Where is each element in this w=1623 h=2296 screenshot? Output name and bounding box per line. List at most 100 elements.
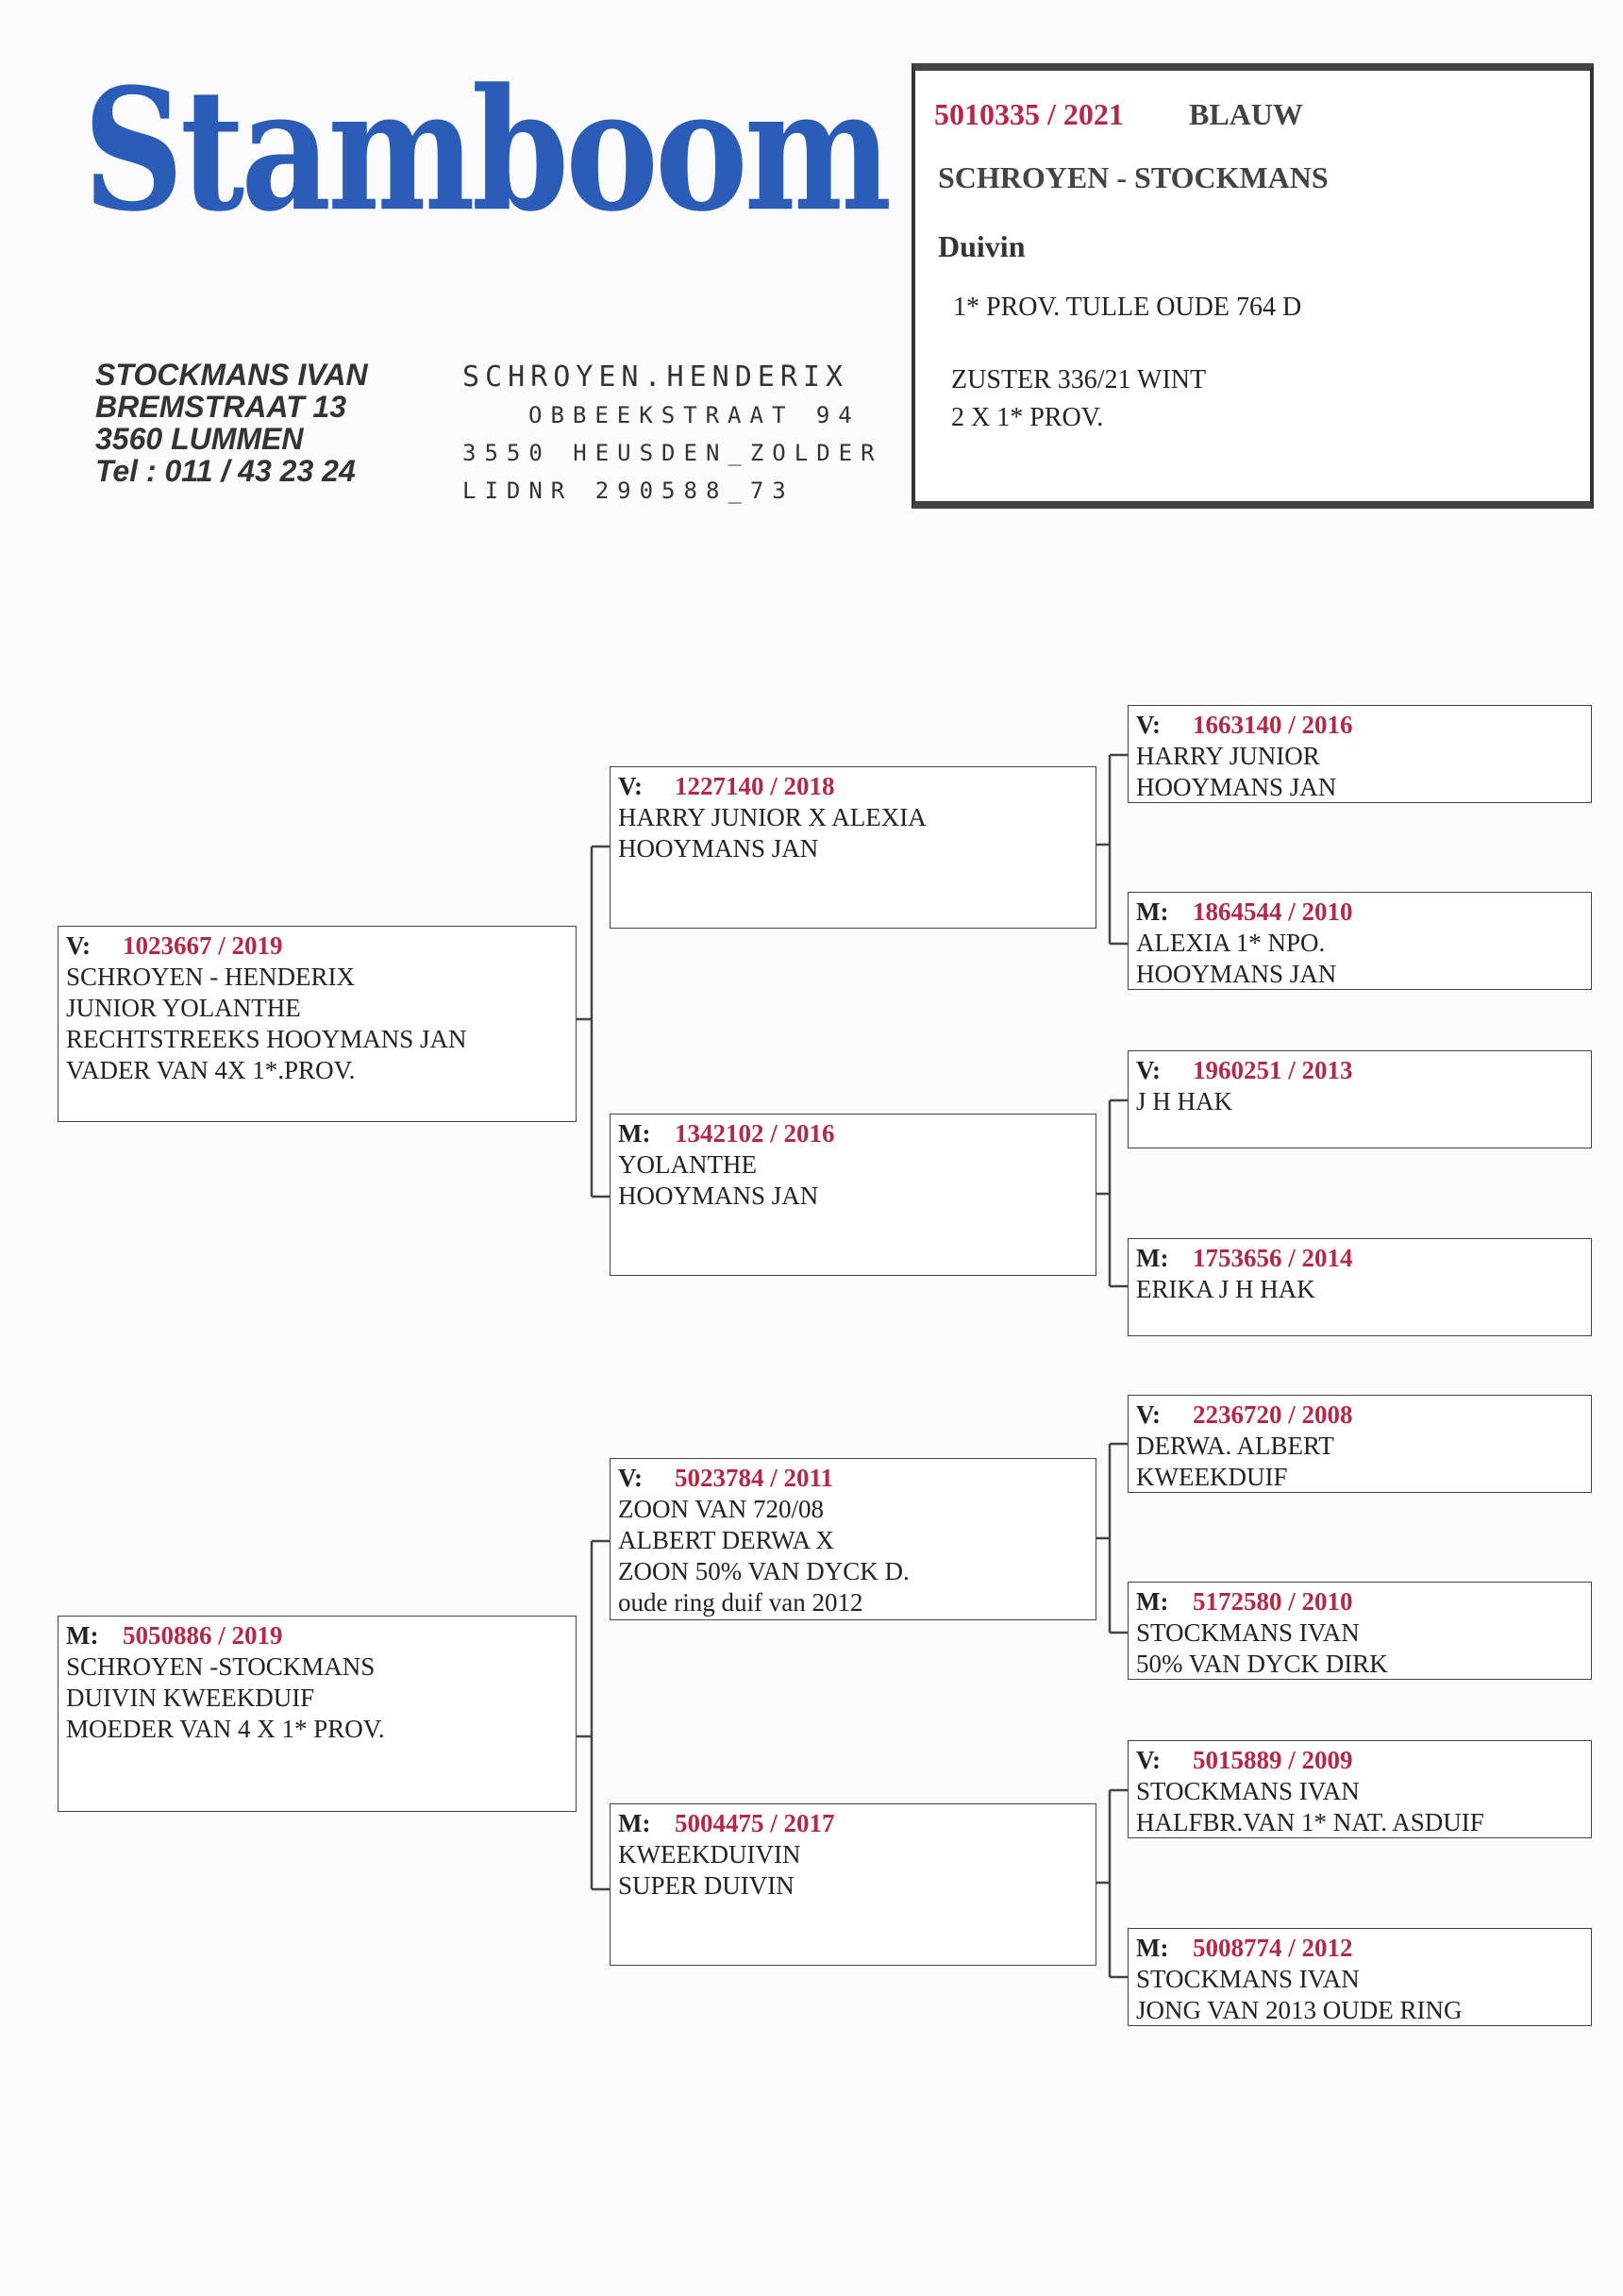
box-header: M: 5008774 / 2012: [1136, 1933, 1583, 1964]
parent-label: V:: [618, 1464, 644, 1492]
sibling-note: ZUSTER 336/21 WINT: [951, 365, 1207, 394]
box-header: V: 2236720 / 2008: [1136, 1399, 1583, 1431]
sibling-note-2: 2 X 1* PROV.: [951, 403, 1104, 432]
pedigree-line: YOLANTHE: [618, 1150, 757, 1179]
box-header: V: 1663140 / 2016: [1136, 710, 1583, 741]
pedigree-line: HOOYMANS JAN: [1136, 960, 1337, 988]
pedigree-line: SCHROYEN -STOCKMANS: [66, 1652, 376, 1681]
pedigree-line: KWEEKDUIVIN: [618, 1840, 801, 1869]
contact-line: STOCKMANS IVAN: [95, 358, 368, 392]
pedigree-line: HARRY JUNIOR X ALEXIA: [618, 803, 927, 831]
contact-line: BREMSTRAAT 13: [95, 390, 347, 424]
pedigree-line: STOCKMANS IVAN: [1136, 1777, 1360, 1805]
pedigree-line: SUPER DUIVIN: [618, 1871, 795, 1900]
pigeon-info-box: 5010335 / 2021 BLAUW SCHROYEN - STOCKMAN…: [912, 63, 1594, 509]
pedigree-line: SCHROYEN - HENDERIX: [66, 963, 355, 991]
parent-label: V:: [1136, 1400, 1162, 1429]
box-header: V: 5023784 / 2011: [618, 1463, 1088, 1494]
pedigree-line: VADER VAN 4X 1*.PROV.: [66, 1056, 356, 1084]
stamboom-logo: Stamboom: [83, 51, 892, 249]
breeder-contact-right: SCHROYEN.HENDERIX OBBEEKSTRAAT 94 3550 H…: [462, 359, 883, 510]
ring-number: 5172580 / 2010: [1193, 1587, 1353, 1616]
achievement-note: 1* PROV. TULLE OUDE 764 D: [953, 293, 1302, 322]
pedigree-line: oude ring duif van 2012: [618, 1588, 863, 1617]
pedigree-line: STOCKMANS IVAN: [1136, 1618, 1360, 1647]
box-header: M: 1753656 / 2014: [1136, 1243, 1583, 1274]
ring-number: 1023667 / 2019: [123, 931, 283, 960]
box-header: M:5004475 / 2017: [618, 1808, 1088, 1839]
pedigree-line: DUIVIN KWEEKDUIF: [66, 1684, 315, 1712]
parent-label: M:: [1136, 1587, 1169, 1616]
parent-label: M:: [1136, 1244, 1169, 1272]
pedigree-line: JONG VAN 2013 OUDE RING: [1136, 1996, 1463, 2024]
pedigree-line: HOOYMANS JAN: [618, 1182, 819, 1210]
ring-number: 1663140 / 2016: [1193, 711, 1353, 739]
box-header: M: 5172580 / 2010: [1136, 1586, 1583, 1617]
pedigree-line: RECHTSTREEKS HOOYMANS JAN: [66, 1025, 467, 1053]
ring-number: 5023784 / 2011: [675, 1464, 834, 1492]
pedigree-line: ZOON VAN 720/08: [618, 1495, 825, 1523]
ring-number: 1753656 / 2014: [1193, 1244, 1353, 1272]
pedigree-line: HOOYMANS JAN: [1136, 773, 1337, 801]
pedigree-line: MOEDER VAN 4 X 1* PROV.: [66, 1715, 385, 1743]
box-header: V: 1960251 / 2013: [1136, 1055, 1583, 1086]
contact-line: Tel : 011 / 43 23 24: [95, 454, 356, 488]
parent-label: M:: [1136, 1934, 1169, 1962]
contact-line: OBBEEKSTRAAT 94: [528, 402, 861, 428]
ring-number: 2236720 / 2008: [1193, 1400, 1353, 1429]
owner-name: SCHROYEN - STOCKMANS: [938, 160, 1329, 194]
box-header: M:1864544 / 2010: [1136, 897, 1583, 928]
contact-line: SCHROYEN.HENDERIX: [462, 360, 849, 394]
great-grandparent-box: V: 1960251 / 2013 J H HAK: [1128, 1050, 1592, 1148]
pedigree-line: HOOYMANS JAN: [618, 834, 819, 863]
pedigree-line: ALBERT DERWA X: [618, 1526, 834, 1554]
parent-label: V:: [618, 772, 644, 800]
breeder-contact-left: STOCKMANS IVAN BREMSTRAAT 13 3560 LUMMEN…: [95, 359, 368, 487]
ring-number: 5015889 / 2009: [1193, 1746, 1353, 1774]
pedigree-line: HALFBR.VAN 1* NAT. ASDUIF: [1136, 1808, 1484, 1836]
pedigree-line: DERWA. ALBERT: [1136, 1432, 1334, 1460]
parent-label: V:: [1136, 711, 1162, 739]
contact-line: 3560 LUMMEN: [95, 422, 304, 456]
ring-number: 5050886 / 2019: [123, 1621, 283, 1650]
pedigree-line: ALEXIA 1* NPO.: [1136, 929, 1326, 957]
parent-label: V:: [1136, 1056, 1162, 1084]
parent-label: M:: [66, 1621, 99, 1650]
pedigree-line: ERIKA J H HAK: [1136, 1275, 1315, 1303]
pedigree-line: J H HAK: [1136, 1087, 1233, 1115]
pigeon-color: BLAUW: [1189, 97, 1303, 131]
ring-number: 1960251 / 2013: [1193, 1056, 1353, 1084]
pedigree-line: 50% VAN DYCK DIRK: [1136, 1650, 1388, 1678]
box-header: M: 5050886 / 2019: [66, 1620, 568, 1651]
box-header: V:5015889 / 2009: [1136, 1745, 1583, 1776]
contact-line: 3550 HEUSDEN_ZOLDER: [462, 440, 883, 466]
contact-line: LIDNR 290588_73: [462, 478, 795, 504]
ring-number: 1342102 / 2016: [675, 1119, 835, 1148]
box-header: M: 1342102 / 2016: [618, 1118, 1088, 1149]
pigeon-sex: Duivin: [938, 229, 1026, 263]
box-header: V: 1227140 / 2018: [618, 771, 1088, 802]
ring-number: 1227140 / 2018: [675, 772, 835, 800]
parent-label: V:: [66, 931, 92, 960]
ring-number: 5004475 / 2017: [675, 1809, 835, 1837]
pedigree-line: JUNIOR YOLANTHE: [66, 994, 301, 1022]
ring-number: 5008774 / 2012: [1193, 1934, 1353, 1962]
pedigree-line: KWEEKDUIF: [1136, 1463, 1288, 1491]
ring-number: 5010335 / 2021: [934, 97, 1124, 131]
ring-number: 1864544 / 2010: [1193, 897, 1353, 926]
parent-label: M:: [618, 1119, 651, 1148]
box-header: V: 1023667 / 2019: [66, 930, 568, 962]
pedigree-line: HARRY JUNIOR: [1136, 742, 1320, 770]
pedigree-line: STOCKMANS IVAN: [1136, 1965, 1360, 1993]
